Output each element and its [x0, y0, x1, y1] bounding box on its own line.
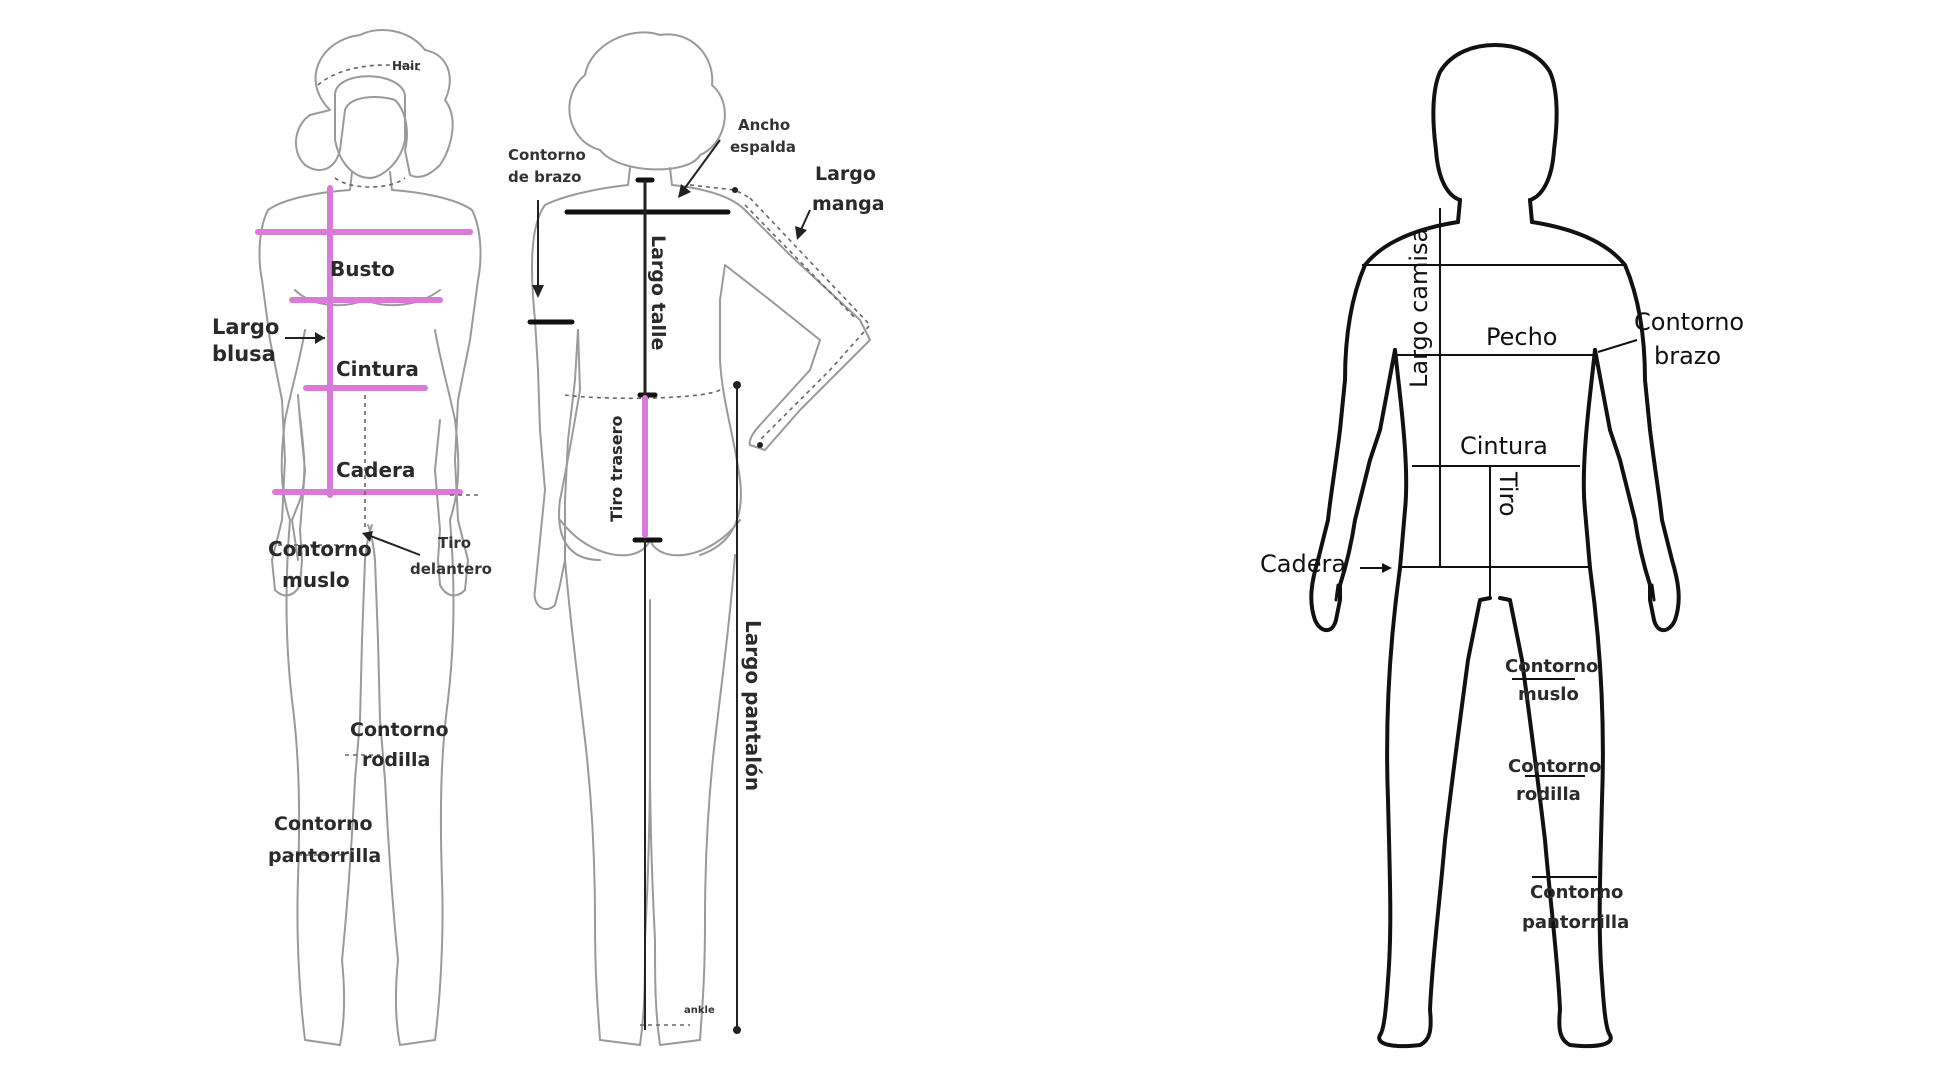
label-knee-male-1: Contorno [1508, 756, 1601, 777]
label-arm-2: de brazo [508, 168, 581, 186]
female-back-figure [527, 31, 872, 1046]
label-back-length: Largo talle [647, 235, 669, 350]
label-thigh-male-2: muslo [1518, 684, 1579, 705]
label-arm-1: Contorno [508, 146, 586, 164]
label-blouse-length-1: Largo [212, 315, 279, 339]
label-thigh-1: Contorno [268, 537, 372, 561]
label-thigh-2: muslo [282, 568, 350, 592]
label-knee-male-2: rodilla [1516, 784, 1581, 805]
label-hair: Hair [392, 59, 420, 73]
label-back-rise: Tiro trasero [607, 416, 626, 522]
label-hip: Cadera [336, 458, 415, 482]
label-knee-1: Contorno [350, 719, 449, 741]
female-front-figure [255, 29, 482, 1046]
label-arm-male-2: brazo [1654, 342, 1721, 370]
label-calf-2: pantorrilla [268, 845, 381, 867]
label-hip-male: Cadera [1260, 550, 1346, 578]
label-knee-2: rodilla [362, 749, 430, 771]
label-sleeve-1: Largo [815, 163, 876, 185]
label-ankle: ankle [684, 1005, 715, 1016]
label-shoulder-1: Ancho [738, 116, 790, 134]
label-bust: Busto [330, 257, 395, 281]
label-calf-male-1: Contorno [1530, 882, 1623, 903]
label-pants-length: Largo pantalón [741, 620, 765, 791]
label-calf-male-2: pantorrilla [1522, 912, 1629, 933]
label-front-rise-1: Tiro [438, 534, 471, 552]
label-waist: Cintura [336, 357, 419, 381]
label-rise-male: Tiro [1494, 471, 1522, 517]
label-blouse-length-2: blusa [212, 342, 276, 366]
label-shoulder-2: espalda [730, 138, 796, 156]
label-thigh-male-1: Contorno [1505, 656, 1598, 677]
label-chest: Pecho [1486, 323, 1557, 351]
label-sleeve-2: manga [812, 193, 885, 215]
label-waist-male: Cintura [1460, 432, 1548, 460]
label-calf-1: Contorno [274, 813, 373, 835]
label-front-rise-2: delantero [410, 560, 492, 578]
male-figure [1309, 43, 1681, 1049]
label-arm-male-1: Contorno [1634, 308, 1744, 336]
label-shirt-length: Largo camisa [1405, 228, 1433, 388]
